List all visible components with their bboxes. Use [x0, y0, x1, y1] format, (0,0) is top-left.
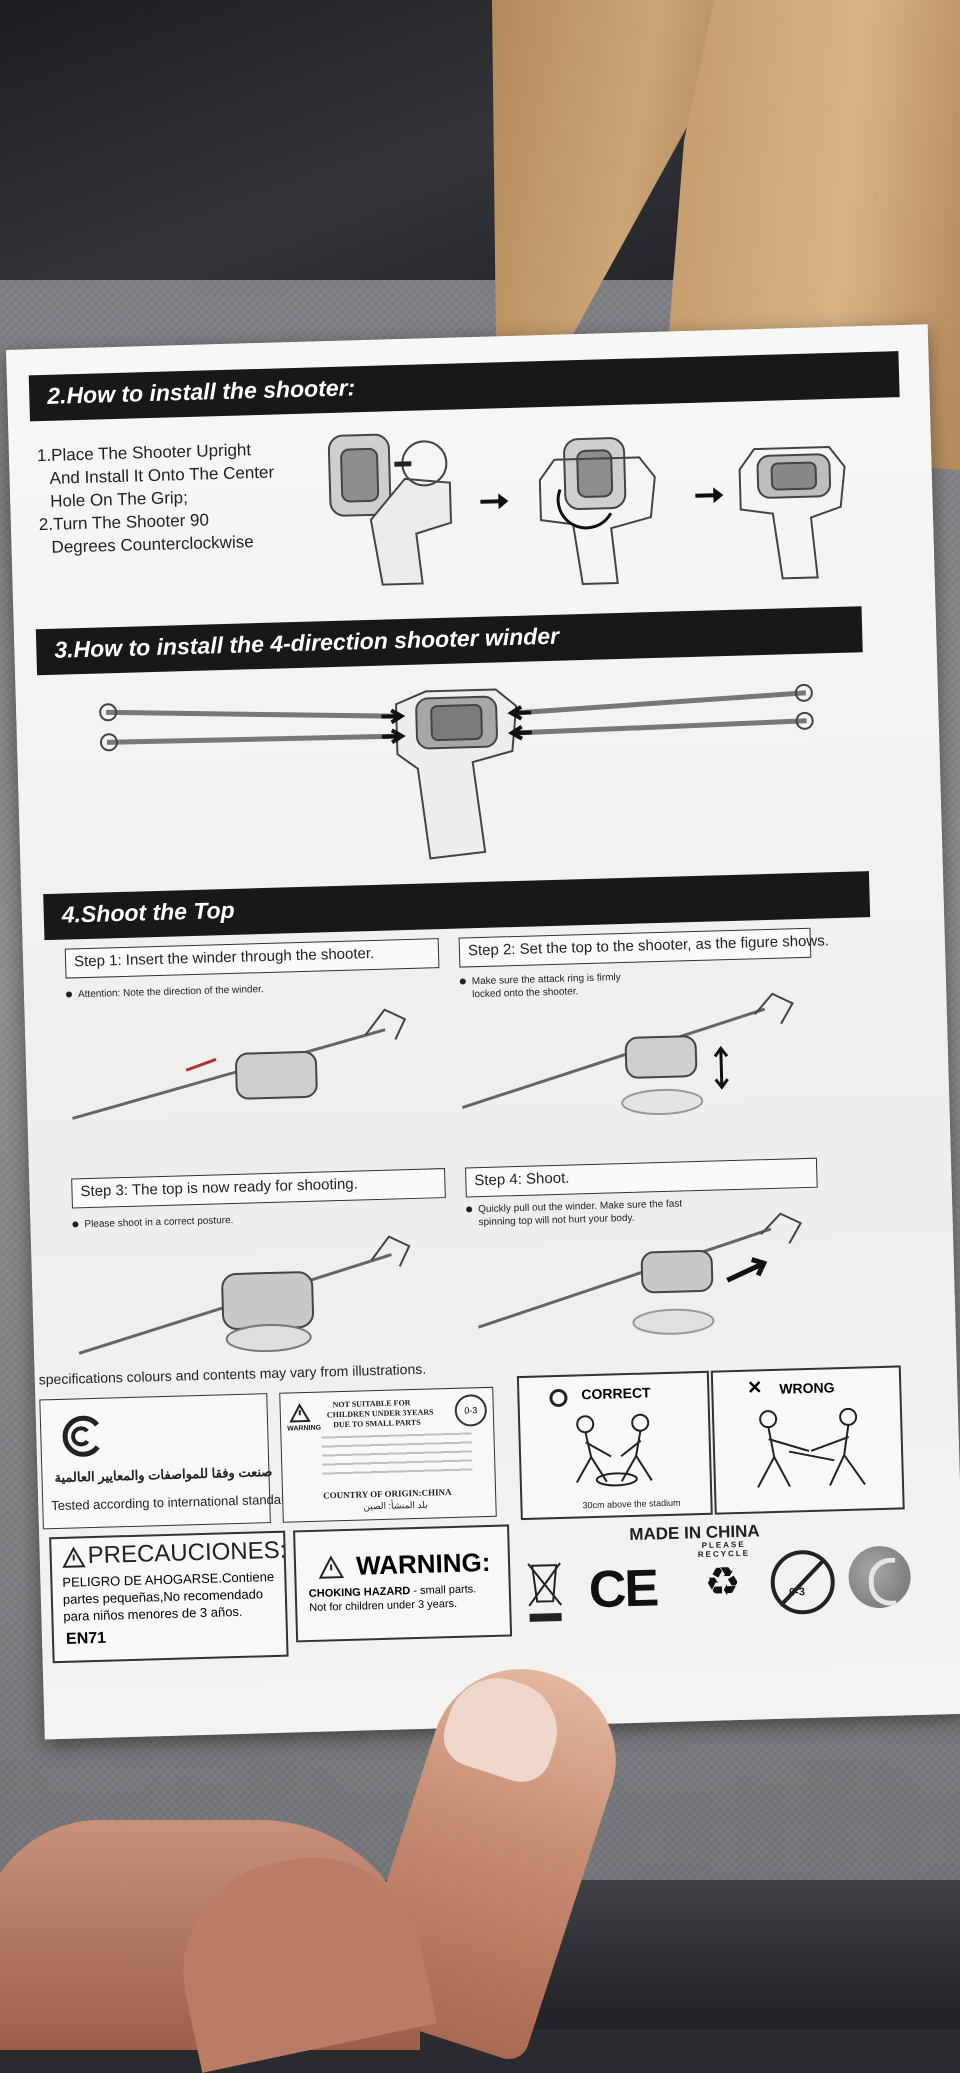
step-3-box: Step 3: The top is now ready for shootin…	[71, 1168, 446, 1209]
bullet-icon	[72, 1221, 79, 1228]
section-2-header: 2.How to install the shooter:	[28, 351, 900, 422]
en71-label: EN71	[65, 1629, 107, 1648]
warning-triangle-icon	[318, 1555, 345, 1579]
standards-logo-icon	[62, 1415, 100, 1457]
precauciones-line: para niños menores de 3 años.	[63, 1603, 243, 1624]
bullet-icon	[466, 1206, 473, 1213]
recycle-symbol-icon: ♻	[704, 1559, 742, 1605]
section-3-title: 3.How to install the 4-direction shooter…	[54, 622, 560, 663]
weee-bin-icon	[527, 1562, 563, 1622]
x-icon: ✕	[746, 1377, 763, 1398]
warning-small-label: WARNING	[287, 1424, 322, 1433]
warning-triangle-icon	[62, 1546, 86, 1568]
step-1-label: Step 1: Insert the winder through the sh…	[73, 944, 375, 971]
choking-warning-box: WARNING: CHOKING HAZARD - small parts. N…	[293, 1524, 513, 1643]
recycle-text: PLEASE RECYCLE	[697, 1539, 751, 1560]
green-dot-arrow	[868, 1557, 897, 1607]
arabic-text-lines	[321, 1432, 473, 1477]
step-1-note: Attention: Note the direction of the win…	[65, 983, 264, 1002]
step-2-illustration	[461, 992, 794, 1116]
warning-title: WARNING:	[355, 1546, 491, 1581]
circle-icon	[549, 1388, 568, 1408]
correct-label: CORRECT	[581, 1384, 651, 1403]
winder-install-illustration	[99, 683, 814, 860]
choking-line2: Not for children under 3 years.	[309, 1597, 458, 1615]
step-4-box: Step 4: Shoot.	[465, 1157, 818, 1198]
age-restriction-label: 0-3	[788, 1586, 806, 1599]
age-restriction-icon: 0-3	[769, 1549, 836, 1616]
step-1-illustration	[72, 1008, 407, 1120]
age-restriction-slash	[779, 1557, 827, 1607]
precauciones-box: PRECAUCIONES: PELIGRO DE AHOGARSE.Contie…	[49, 1530, 289, 1664]
ce-mark-icon: CE	[588, 1559, 658, 1620]
small-parts-warning-box: WARNING NOT SUITABLE FOR CHILDREN UNDER …	[279, 1386, 497, 1523]
section-4-title: 4.Shoot the Top	[61, 896, 235, 928]
standards-arabic: صنعت وفقا للمواصفات والمعايير العالمية	[54, 1464, 273, 1486]
wrong-posture-box: ✕ WRONG	[710, 1365, 905, 1515]
step-1-box: Step 1: Insert the winder through the sh…	[64, 938, 440, 979]
bullet-icon	[459, 978, 466, 985]
wrong-label: WRONG	[779, 1379, 835, 1397]
wrong-posture-illustration	[757, 1407, 866, 1488]
standards-english: Tested according to international standa…	[51, 1491, 300, 1514]
warning-triangle-icon	[289, 1403, 311, 1423]
recycle-icon: ♻ PLEASE RECYCLE	[690, 1540, 760, 1617]
specifications-note: specifications colours and contents may …	[38, 1360, 427, 1388]
bullet-icon	[65, 991, 73, 998]
shooter-install-illustration	[327, 433, 846, 586]
standards-box: صنعت وفقا للمواصفات والمعايير العالمية T…	[39, 1393, 299, 1530]
step-2-box: Step 2: Set the top to the shooter, as t…	[458, 927, 829, 968]
step-4-label: Step 4: Shoot.	[474, 1169, 570, 1190]
precauciones-title: PRECAUCIONES:	[87, 1536, 287, 1570]
warning-small-line3: DUE TO SMALL PARTS	[333, 1417, 421, 1430]
correct-caption: 30cm above the stadium	[582, 1497, 681, 1511]
age-badge-icon: 0-3	[454, 1393, 488, 1427]
step-3-label: Step 3: The top is now ready for shootin…	[80, 1175, 359, 1201]
section-2-title: 2.How to install the shooter:	[46, 374, 356, 409]
step-2-label: Step 2: Set the top to the shooter, as t…	[467, 932, 830, 960]
section-2-instructions: 1.Place The Shooter Upright And Install …	[37, 436, 320, 559]
correct-posture-box: CORRECT 30cm above the stadium	[516, 1370, 713, 1521]
green-dot-icon	[847, 1545, 912, 1609]
country-of-origin: COUNTRY OF ORIGIN:CHINA	[322, 1487, 452, 1501]
step-3-illustration	[78, 1235, 411, 1355]
step-4-illustration	[477, 1212, 803, 1335]
instruction-sheet: 2.How to install the shooter: 1.Place Th…	[6, 324, 960, 1740]
country-of-origin-arabic: بلد المنشأ: الصين	[363, 1499, 428, 1512]
correct-posture-illustration	[575, 1413, 653, 1487]
